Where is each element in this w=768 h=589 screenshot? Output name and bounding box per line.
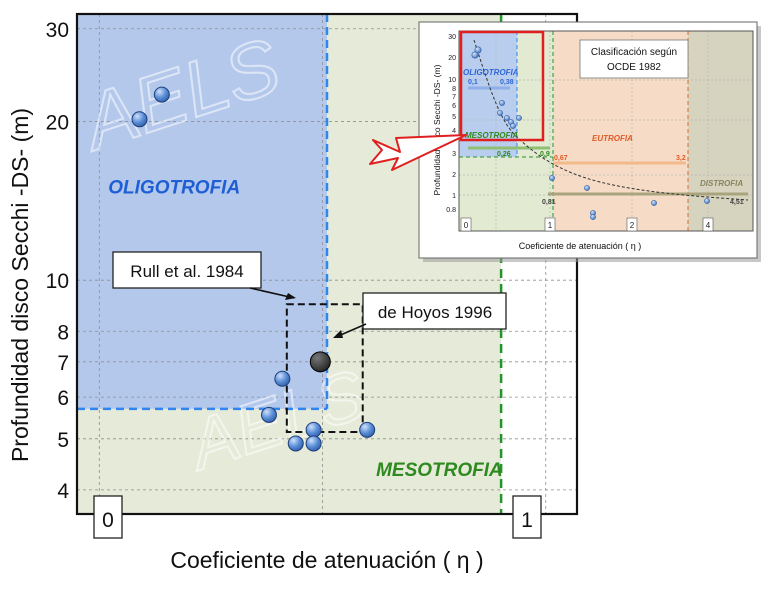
oligotrofia-label: OLIGOTROFIA <box>108 178 240 199</box>
rull-label-box <box>112 251 262 289</box>
mesotrofia-label: MESOTROFIA <box>376 460 503 481</box>
hoyos-label: de Hoyos 1996 <box>378 303 492 322</box>
inset-y-axis-label: Profundidad disco Secchi -DS- (m) <box>432 64 442 195</box>
rull-1984-point <box>309 351 331 373</box>
y-tick-label: 4 <box>57 480 69 503</box>
inset-title-box <box>579 39 689 79</box>
inset-ocde-chart: 0,1 0,38 0,26 0,9 0,67 3,2 0,81 4,51 OLI… <box>418 21 761 262</box>
y-tick-label: 10 <box>46 270 69 293</box>
x-tick-1-box <box>512 495 542 539</box>
data-point <box>274 370 291 387</box>
plot-frame <box>75 12 579 516</box>
y-tick-label: 30 <box>46 19 69 42</box>
svg-text:20: 20 <box>448 55 456 62</box>
y-tick-label: 20 <box>46 112 69 135</box>
inset-meso-label: MESOTROFIA <box>465 131 519 140</box>
x-axis-label: Coeficiente de atenuación ( η ) <box>170 547 483 573</box>
zoom-arrow <box>369 134 467 171</box>
svg-text:6: 6 <box>452 103 456 110</box>
inset-distro-label: DISTROFIA <box>700 179 743 188</box>
svg-text:0: 0 <box>464 221 469 230</box>
svg-text:0,26: 0,26 <box>497 151 511 158</box>
inset-meso-zone <box>517 31 553 231</box>
inset-distro-zone <box>688 31 753 231</box>
inset-zoom-highlight <box>459 30 545 142</box>
y-axis-label: Profundidad disco Secchi -DS- (m) <box>7 108 33 462</box>
inset-x-axis-label: Coeficiente de atenuación ( η ) <box>519 241 642 251</box>
svg-text:0,1: 0,1 <box>468 79 478 86</box>
x-tick-0: 0 <box>102 509 114 532</box>
svg-text:3: 3 <box>452 151 456 158</box>
x-tick-0-box <box>93 495 123 539</box>
svg-text:1: 1 <box>548 221 553 230</box>
svg-text:2: 2 <box>630 221 635 230</box>
hoyos-label-box <box>362 292 507 330</box>
svg-text:1: 1 <box>452 193 456 200</box>
inset-title-line-1: Clasificación según <box>591 47 677 58</box>
data-point <box>287 435 304 452</box>
rull-arrowhead <box>285 293 296 300</box>
data-point <box>131 111 148 128</box>
svg-text:5: 5 <box>452 114 456 121</box>
y-tick-label: 7 <box>57 352 69 375</box>
inset-range-arrows <box>468 86 748 196</box>
inset-plot-frame <box>458 30 754 232</box>
inset-title-line-2: OCDE 1982 <box>607 62 661 73</box>
x-tick-1: 1 <box>521 509 533 532</box>
svg-text:0,81: 0,81 <box>542 199 556 206</box>
data-points <box>131 86 376 452</box>
rull-label: Rull et al. 1984 <box>130 262 243 281</box>
svg-text:0,38: 0,38 <box>500 79 514 86</box>
svg-text:10: 10 <box>448 77 456 84</box>
inset-oligo-label: OLIGOTROFIA <box>463 68 519 77</box>
data-point <box>260 406 277 423</box>
y-tick-labels: 4 5 6 7 8 10 20 30 <box>46 19 70 503</box>
svg-text:0,9: 0,9 <box>540 151 550 158</box>
inset-x-tick-labels: 0 1 2 4 <box>460 217 714 232</box>
svg-text:0.8: 0.8 <box>446 207 456 214</box>
hoyos-arrowhead <box>333 330 343 338</box>
data-point <box>153 86 170 103</box>
inset-y-tick-labels: 30 20 10 8 7 6 5 4 3 2 1 0.8 <box>446 34 456 214</box>
oligotrofia-zone <box>77 14 327 409</box>
svg-text:30: 30 <box>448 34 456 41</box>
inset-points <box>471 46 710 220</box>
y-tick-label: 6 <box>57 387 69 410</box>
inset-trend-curve <box>473 39 749 201</box>
inset-oligo-zone <box>459 31 517 157</box>
inset-range-labels: 0,1 0,38 0,26 0,9 0,67 3,2 0,81 4,51 <box>468 79 744 206</box>
svg-text:4: 4 <box>452 128 456 135</box>
svg-text:7: 7 <box>452 94 456 101</box>
svg-text:0,67: 0,67 <box>554 155 568 162</box>
de-hoyos-range-box <box>285 303 364 434</box>
y-tick-label: 5 <box>57 429 69 452</box>
svg-text:4: 4 <box>706 221 711 230</box>
svg-text:4,51: 4,51 <box>730 199 744 206</box>
svg-text:2: 2 <box>452 172 456 179</box>
data-point <box>359 421 376 438</box>
data-point <box>305 421 322 438</box>
data-point <box>305 435 322 452</box>
y-tick-label: 8 <box>57 321 69 344</box>
svg-text:8: 8 <box>452 86 456 93</box>
svg-text:3,2: 3,2 <box>676 155 686 162</box>
inset-eutro-label: EUTROFIA <box>592 134 633 143</box>
